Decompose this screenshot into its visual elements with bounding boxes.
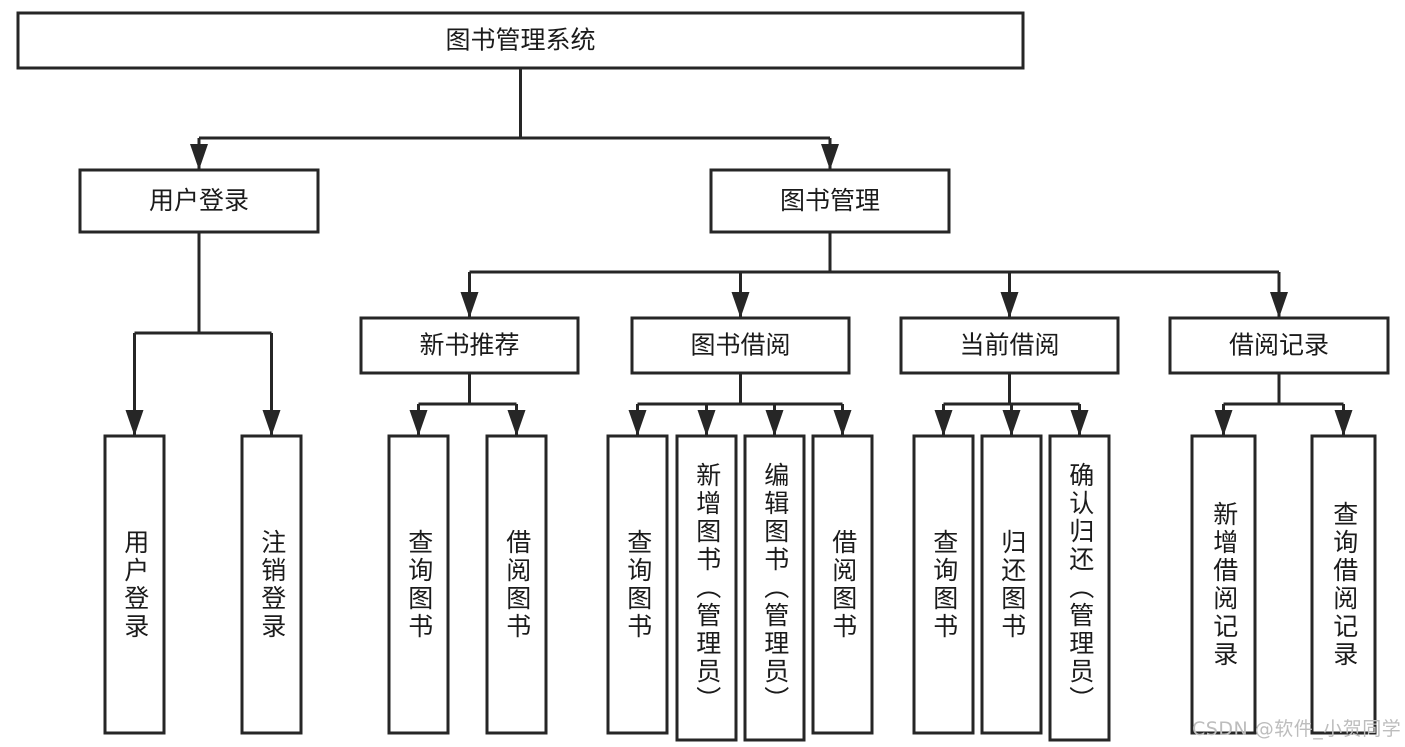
node-leaf-logout-login[interactable] — [240, 434, 303, 735]
node-box — [1048, 434, 1111, 742]
node-box — [387, 434, 450, 735]
node-box — [811, 434, 874, 735]
node-leaf-add-borrow-record[interactable] — [1190, 434, 1257, 735]
node-root[interactable]: 图书管理系统 — [16, 11, 1025, 70]
node-leaf-query-book-borrow[interactable] — [606, 434, 669, 735]
node-leaf-edit-book-admin[interactable] — [743, 434, 806, 742]
arrow-head-icon — [1000, 292, 1019, 318]
node-book-borrow[interactable]: 图书借阅 — [630, 316, 851, 375]
node-box — [980, 434, 1043, 735]
node-box — [16, 11, 1025, 70]
node-leaf-user-login[interactable] — [103, 434, 166, 735]
arrow-head-icon — [934, 410, 953, 436]
arrow-head-icon — [1270, 292, 1288, 318]
node-box — [899, 316, 1120, 375]
node-label: 借阅记录 — [1229, 331, 1329, 360]
arrow-head-icon — [1214, 410, 1233, 436]
connectors-layer — [125, 68, 1353, 436]
arrow-head-icon — [833, 410, 852, 436]
arrow-head-icon — [821, 144, 839, 170]
node-user-login[interactable]: 用户登录 — [78, 168, 320, 234]
node-leaf-borrow-book[interactable] — [811, 434, 874, 735]
node-label: 图书管理系统 — [445, 26, 595, 55]
node-box — [103, 434, 166, 735]
node-box — [1168, 316, 1390, 375]
node-box — [606, 434, 669, 735]
node-leaf-query-borrow-record[interactable] — [1310, 434, 1377, 735]
arrow-head-icon — [190, 144, 208, 170]
node-current-borrow[interactable]: 当前借阅 — [899, 316, 1120, 375]
node-box — [240, 434, 303, 735]
node-box — [78, 168, 320, 234]
arrow-head-icon — [1002, 410, 1021, 436]
arrow-head-icon — [1334, 410, 1353, 436]
arrow-head-icon — [507, 410, 526, 436]
node-leaf-borrow-book-rec[interactable] — [485, 434, 548, 735]
node-label: 当前借阅 — [959, 331, 1059, 360]
node-box — [1190, 434, 1257, 735]
node-book-manage[interactable]: 图书管理 — [709, 168, 951, 234]
node-leaf-return-book[interactable] — [980, 434, 1043, 735]
node-box — [1310, 434, 1377, 735]
arrow-head-icon — [1070, 410, 1089, 436]
node-box — [709, 168, 951, 234]
node-box — [630, 316, 851, 375]
watermark-text: CSDN @软件_小贺同学 — [1192, 718, 1402, 740]
node-leaf-query-book-rec[interactable] — [387, 434, 450, 735]
arrow-head-icon — [460, 292, 479, 318]
node-label: 用户登录 — [149, 186, 249, 215]
node-new-book-recommend[interactable]: 新书推荐 — [359, 316, 580, 375]
node-box — [485, 434, 548, 735]
node-box — [675, 434, 738, 742]
node-box — [912, 434, 975, 735]
node-leaf-query-book-current[interactable] — [912, 434, 975, 735]
arrow-head-icon — [409, 410, 428, 436]
node-label: 新书推荐 — [419, 331, 519, 360]
node-box — [359, 316, 580, 375]
node-leaf-add-book-admin[interactable] — [675, 434, 738, 742]
node-leaf-confirm-return-admin[interactable] — [1048, 434, 1111, 742]
arrow-head-icon — [262, 410, 281, 436]
arrow-head-icon — [125, 410, 144, 436]
node-label: 图书管理 — [780, 186, 880, 215]
arrow-head-icon — [731, 292, 750, 318]
node-label: 图书借阅 — [690, 331, 790, 360]
node-box — [743, 434, 806, 742]
arrow-head-icon — [697, 410, 716, 436]
arrow-head-icon — [765, 410, 784, 436]
node-borrow-record[interactable]: 借阅记录 — [1168, 316, 1390, 375]
arrow-head-icon — [628, 410, 647, 436]
